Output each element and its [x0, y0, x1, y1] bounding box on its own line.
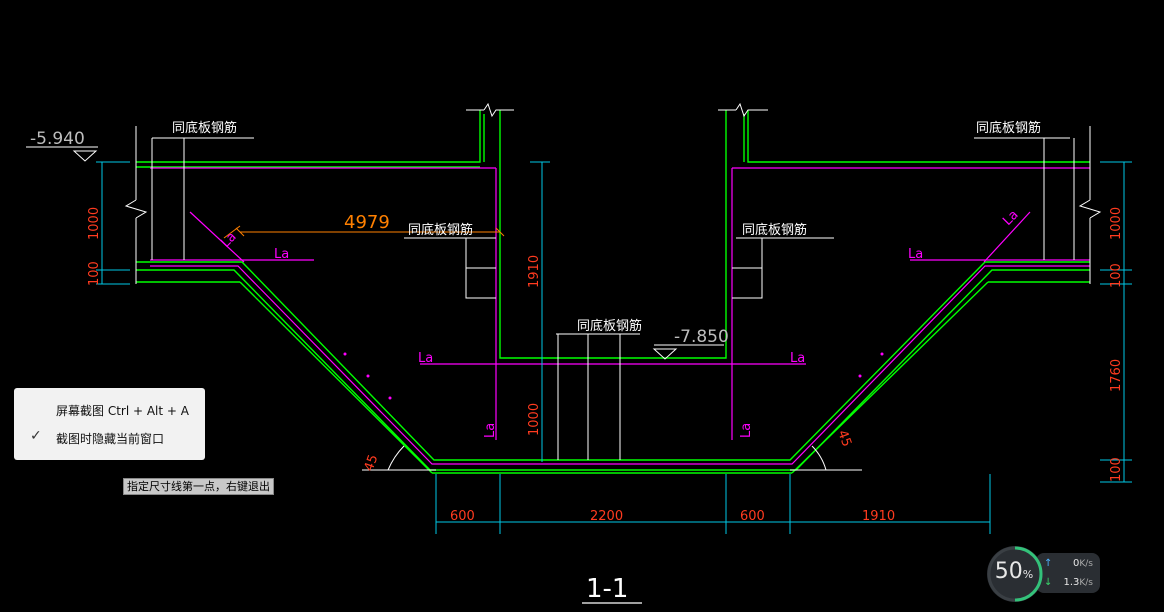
dim-right-100b: 100 — [1109, 457, 1124, 482]
dim-bottom-1910: 1910 — [862, 509, 895, 524]
rebar-label-bottom: 同底板钢筋 — [577, 318, 642, 334]
anchor-label-4: La — [790, 351, 805, 366]
anchor-label-7: La — [218, 229, 239, 250]
menu-item-hide-window[interactable]: ✓ 截图时隐藏当前窗口 — [14, 424, 205, 452]
menu-item-screenshot[interactable]: 屏幕截图 Ctrl + Alt + A — [14, 396, 205, 424]
upload-unit: K/s — [1079, 559, 1093, 569]
concrete-outline — [136, 110, 1090, 474]
checkmark-icon: ✓ — [30, 428, 42, 444]
dim-inner: 1000 — [527, 403, 542, 436]
upload-speed: 0 — [1073, 558, 1080, 569]
rebar-lines — [150, 167, 1090, 465]
dim-right-100a: 100 — [1109, 263, 1124, 288]
angle-label-right: 45 — [834, 428, 854, 449]
dim-left-1000: 1000 — [87, 207, 102, 240]
menu-item-screenshot-label: 屏幕截图 Ctrl + Alt + A — [56, 404, 189, 418]
cpu-gauge[interactable] — [985, 544, 1045, 604]
dim-right-1000: 1000 — [1109, 207, 1124, 240]
rebar-label-top-left: 同底板钢筋 — [172, 120, 237, 136]
dim-bottom-600b: 600 — [740, 509, 765, 524]
anchor-label-2: La — [908, 247, 923, 262]
download-arrow-icon: ↓ — [1044, 577, 1053, 588]
download-unit: K/s — [1079, 578, 1093, 588]
angle-label-left: 45 — [362, 453, 382, 474]
upload-arrow-icon: ↑ — [1044, 558, 1053, 569]
dim-pit-depth: 1910 — [527, 255, 542, 288]
anchor-label-5: La — [483, 423, 498, 438]
section-title: 1-1 — [586, 574, 628, 604]
elevation-pit-label: -7.850 — [674, 327, 729, 347]
annotation-leaders — [26, 102, 1102, 471]
dim-left-100: 100 — [87, 261, 102, 286]
anchor-label-1: La — [274, 247, 289, 262]
rebar-label-mid-right: 同底板钢筋 — [742, 222, 807, 238]
dim-bottom-600a: 600 — [450, 509, 475, 524]
dim-bottom-2200: 2200 — [590, 509, 623, 524]
rebar-label-mid-left: 同底板钢筋 — [408, 222, 473, 238]
dim-right-1760: 1760 — [1109, 359, 1124, 392]
rebar-dots — [343, 352, 884, 400]
network-speed-panel[interactable]: ↑ 0K/s ↓ 1.3K/s — [1036, 553, 1100, 593]
menu-item-hide-window-label: 截图时隐藏当前窗口 — [56, 432, 165, 446]
download-speed: 1.3 — [1063, 577, 1080, 588]
command-prompt-tooltip: 指定尺寸线第一点，右键退出 — [123, 478, 274, 495]
measured-length: 4979 — [344, 212, 390, 233]
cpu-percent: 50% — [994, 559, 1034, 584]
rebar-label-top-right: 同底板钢筋 — [976, 120, 1041, 136]
screenshot-context-menu: 屏幕截图 Ctrl + Alt + A ✓ 截图时隐藏当前窗口 — [14, 388, 205, 460]
measure-line — [223, 225, 505, 239]
anchor-label-6: La — [739, 423, 754, 438]
anchor-label-3: La — [418, 351, 433, 366]
elevation-top-label: -5.940 — [30, 129, 85, 149]
dimension-lines — [96, 161, 1132, 534]
anchor-label-8: La — [1000, 207, 1021, 228]
